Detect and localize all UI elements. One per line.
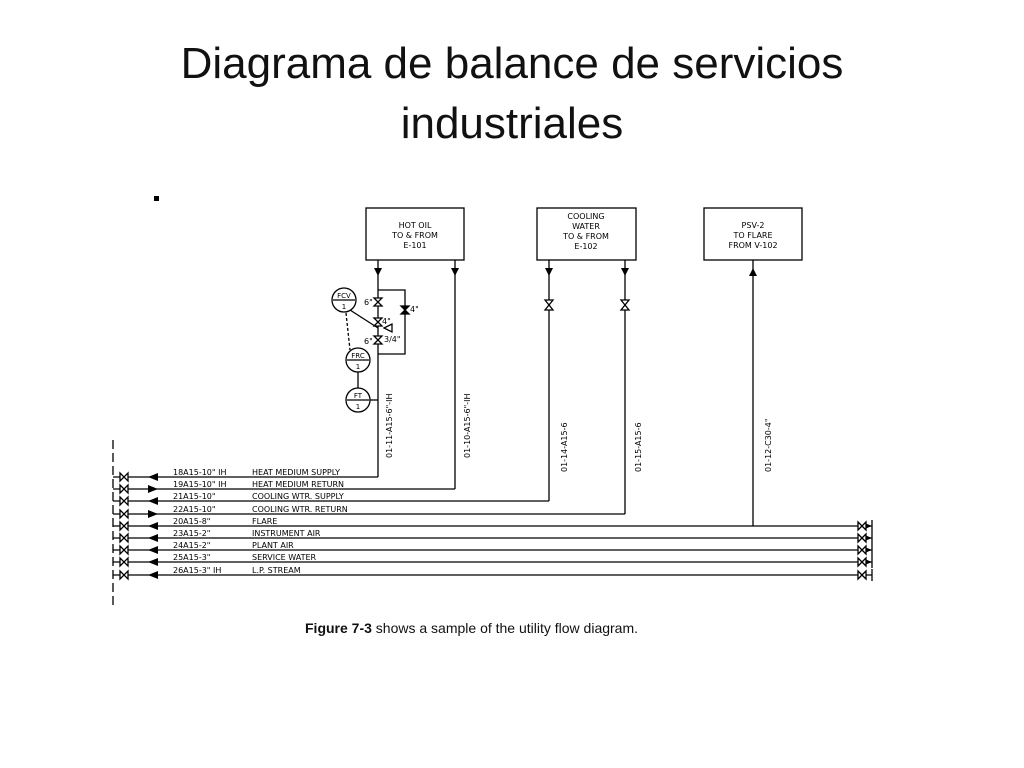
header-service-0: HEAT MEDIUM SUPPLY: [252, 468, 340, 477]
header-service-7: SERVICE WATER: [252, 553, 317, 562]
equipment-box-hot-oil: [365, 207, 465, 261]
slide-title: Diagrama de balance de servicios industr…: [0, 34, 1024, 154]
valve-cooling-return: [619, 299, 631, 311]
size-6-lower: 6": [364, 337, 373, 346]
ft-num: 1: [356, 403, 360, 411]
slide-title-line-1: Diagrama de balance de servicios: [180, 39, 844, 88]
cooling-line2: WATER: [572, 222, 600, 231]
hot-oil-line3: E-101: [403, 241, 426, 250]
header-code-5: 23A15-2": [173, 529, 211, 538]
header-code-7: 25A15-3": [173, 553, 211, 562]
size-6-upper: 6": [364, 298, 373, 307]
size-3-4: 3/4": [384, 335, 401, 344]
cooling-line1: COOLING: [567, 212, 604, 221]
header-service-1: HEAT MEDIUM RETURN: [252, 480, 344, 489]
slide-title-line-2: industriales: [400, 99, 624, 148]
vline-label-01-15: 01-15-A15-6: [634, 422, 643, 472]
header-service-8: L.P. STREAM: [252, 566, 301, 575]
valve-hot-oil-lower: [372, 335, 384, 345]
fcv-frc-link: [345, 312, 351, 351]
header-code-4: 20A15-8": [173, 517, 211, 526]
header-service-2: COOLING WTR. SUPPLY: [252, 492, 344, 501]
header-code-8: 26A15-3" IH: [173, 566, 221, 575]
figure-number: Figure 7-3: [305, 620, 372, 636]
valve-cooling-supply: [543, 299, 555, 311]
vline-label-01-14: 01-14-A15-6: [560, 422, 569, 472]
cooling-line3: TO & FROM: [562, 232, 609, 241]
fcv-num: 1: [342, 303, 346, 311]
equipment-box-cooling-water: [536, 207, 637, 261]
header-service-5: INSTRUMENT AIR: [252, 529, 321, 538]
bullet-dot: [154, 196, 159, 201]
ft-bubble: [345, 387, 371, 413]
cooling-line4: E-102: [574, 242, 597, 251]
valve-control: [372, 317, 384, 327]
hot-oil-line1: HOT OIL: [399, 221, 432, 230]
psv-line2: TO FLARE: [732, 231, 772, 240]
header-code-3: 22A15-10": [173, 505, 216, 514]
psv-line1: PSV-2: [742, 221, 765, 230]
header-code-0: 18A15-10" IH: [173, 468, 227, 477]
frc-bubble: [345, 347, 371, 373]
header-code-6: 24A15-2": [173, 541, 211, 550]
valve-hot-oil-upper: [372, 297, 384, 307]
header-code-1: 19A15-10" IH: [173, 480, 227, 489]
fcv-tag: FCV: [337, 292, 351, 300]
bypass-loop: [378, 289, 406, 355]
figure-caption-text: shows a sample of the utility flow diagr…: [371, 620, 639, 636]
header-service-4: FLARE: [252, 517, 277, 526]
header-service-6: PLANT AIR: [252, 541, 294, 550]
vline-label-01-10: 01-10-A15-6"-IH: [463, 393, 472, 458]
frc-num: 1: [356, 363, 360, 371]
ft-tag: FT: [354, 392, 363, 400]
size-4-bypass: 4": [410, 305, 419, 314]
flow-arrows: [148, 268, 757, 579]
fcv-bubble: [331, 287, 357, 313]
fcv-signal-line: [349, 309, 379, 329]
valve-bypass: [399, 305, 411, 315]
vline-label-01-12: 01-12-C30-4": [764, 418, 773, 472]
header-code-2: 21A15-10": [173, 492, 216, 501]
header-service-3: COOLING WTR. RETURN: [252, 505, 348, 514]
size-4-control: 4": [382, 317, 391, 326]
hot-oil-line2: TO & FROM: [391, 231, 438, 240]
vline-label-01-11: 01-11-A15-6"-IH: [385, 393, 394, 458]
valve-drain: [382, 322, 393, 334]
figure-caption: Figure 7-3 shows a sample of the utility…: [305, 620, 638, 636]
frc-tag: FRC: [351, 352, 365, 360]
psv-line3: FROM V-102: [728, 241, 777, 250]
header-block-valves: [119, 471, 867, 581]
